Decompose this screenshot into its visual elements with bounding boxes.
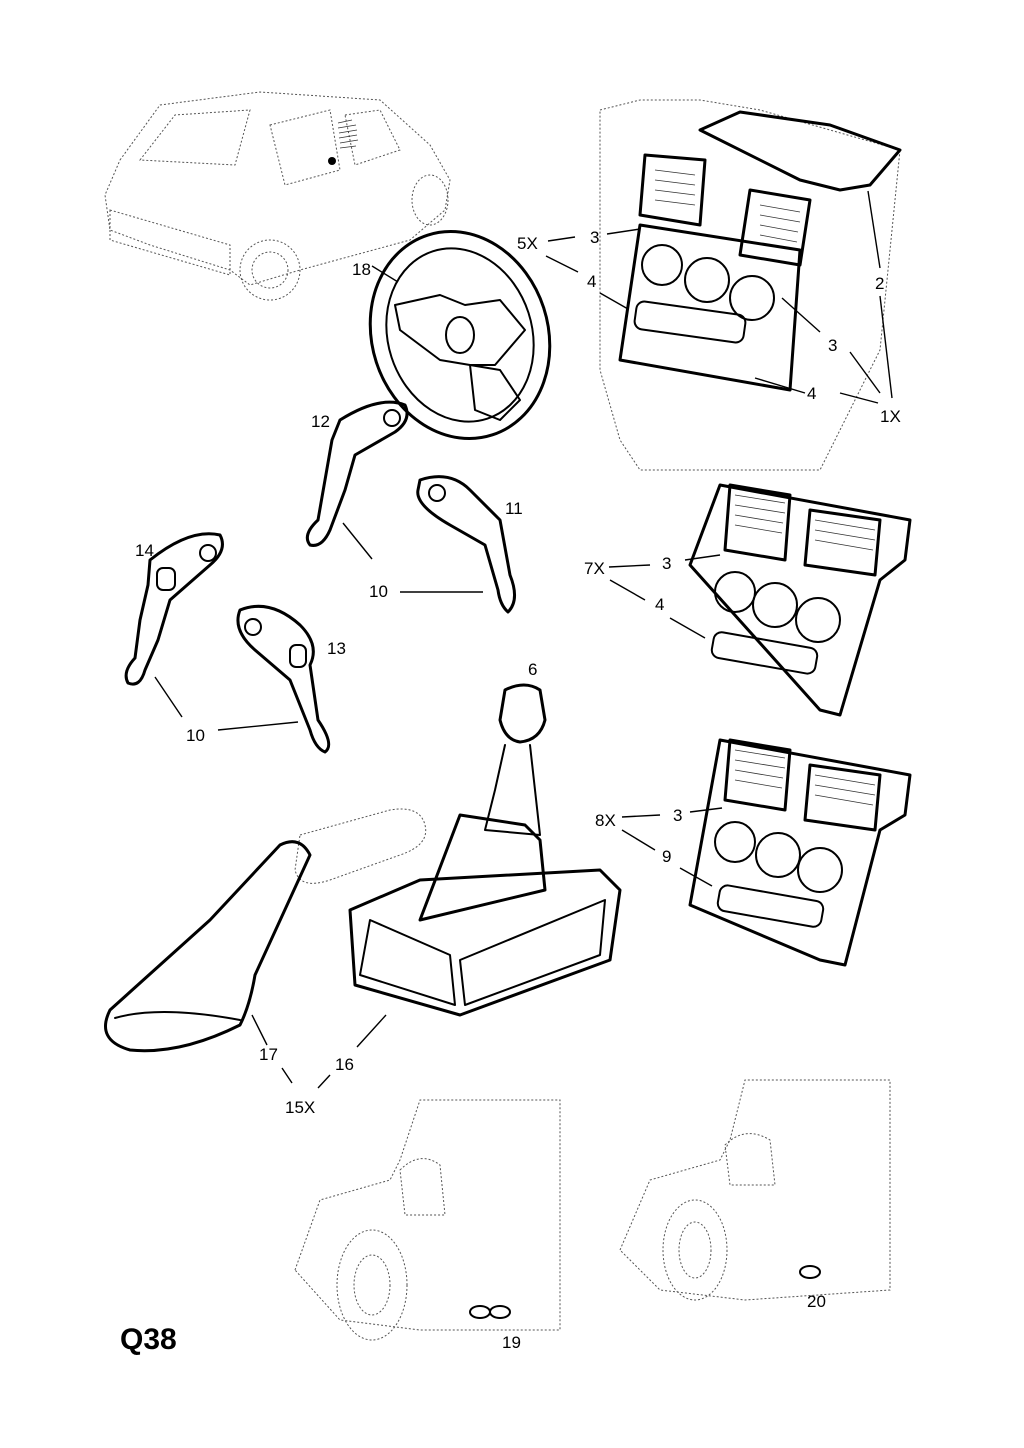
exhaust-tip-icon xyxy=(294,1079,891,1341)
label-19: 19 xyxy=(502,1333,521,1352)
label-18: 18 xyxy=(352,260,371,279)
label-15x: 15X xyxy=(285,1098,316,1117)
label-3-right: 3 xyxy=(828,336,838,355)
label-14: 14 xyxy=(135,541,154,560)
label-5x: 5X xyxy=(517,234,538,253)
label-3-top: 3 xyxy=(590,228,600,247)
label-12: 12 xyxy=(311,412,330,431)
label-1x: 1X xyxy=(880,407,901,426)
label-4-top: 4 xyxy=(587,272,597,291)
leader-lines xyxy=(154,190,893,1089)
handbrake-cover-icon xyxy=(104,808,427,1053)
label-10-upper: 10 xyxy=(369,582,388,601)
label-6: 6 xyxy=(528,660,538,679)
page-id: Q38 xyxy=(120,1323,177,1356)
label-10-lower: 10 xyxy=(186,726,205,745)
label-4-right: 4 xyxy=(807,384,817,403)
dashboard-panel-icon xyxy=(599,99,912,967)
label-3-lower: 3 xyxy=(673,806,683,825)
label-11: 11 xyxy=(505,499,523,518)
door-handle-icon xyxy=(124,400,516,754)
label-7x: 7X xyxy=(584,559,605,578)
label-17: 17 xyxy=(259,1045,278,1064)
label-20: 20 xyxy=(807,1292,826,1311)
gear-knob-icon xyxy=(348,683,622,1017)
label-2: 2 xyxy=(875,274,885,293)
car-icon xyxy=(104,91,451,301)
label-8x: 8X xyxy=(595,811,616,830)
label-3-middle: 3 xyxy=(662,554,672,573)
label-4-middle: 4 xyxy=(655,595,665,614)
label-9: 9 xyxy=(662,847,672,866)
label-13: 13 xyxy=(327,639,346,658)
label-16: 16 xyxy=(335,1055,354,1074)
steering-wheel-icon xyxy=(368,230,552,440)
